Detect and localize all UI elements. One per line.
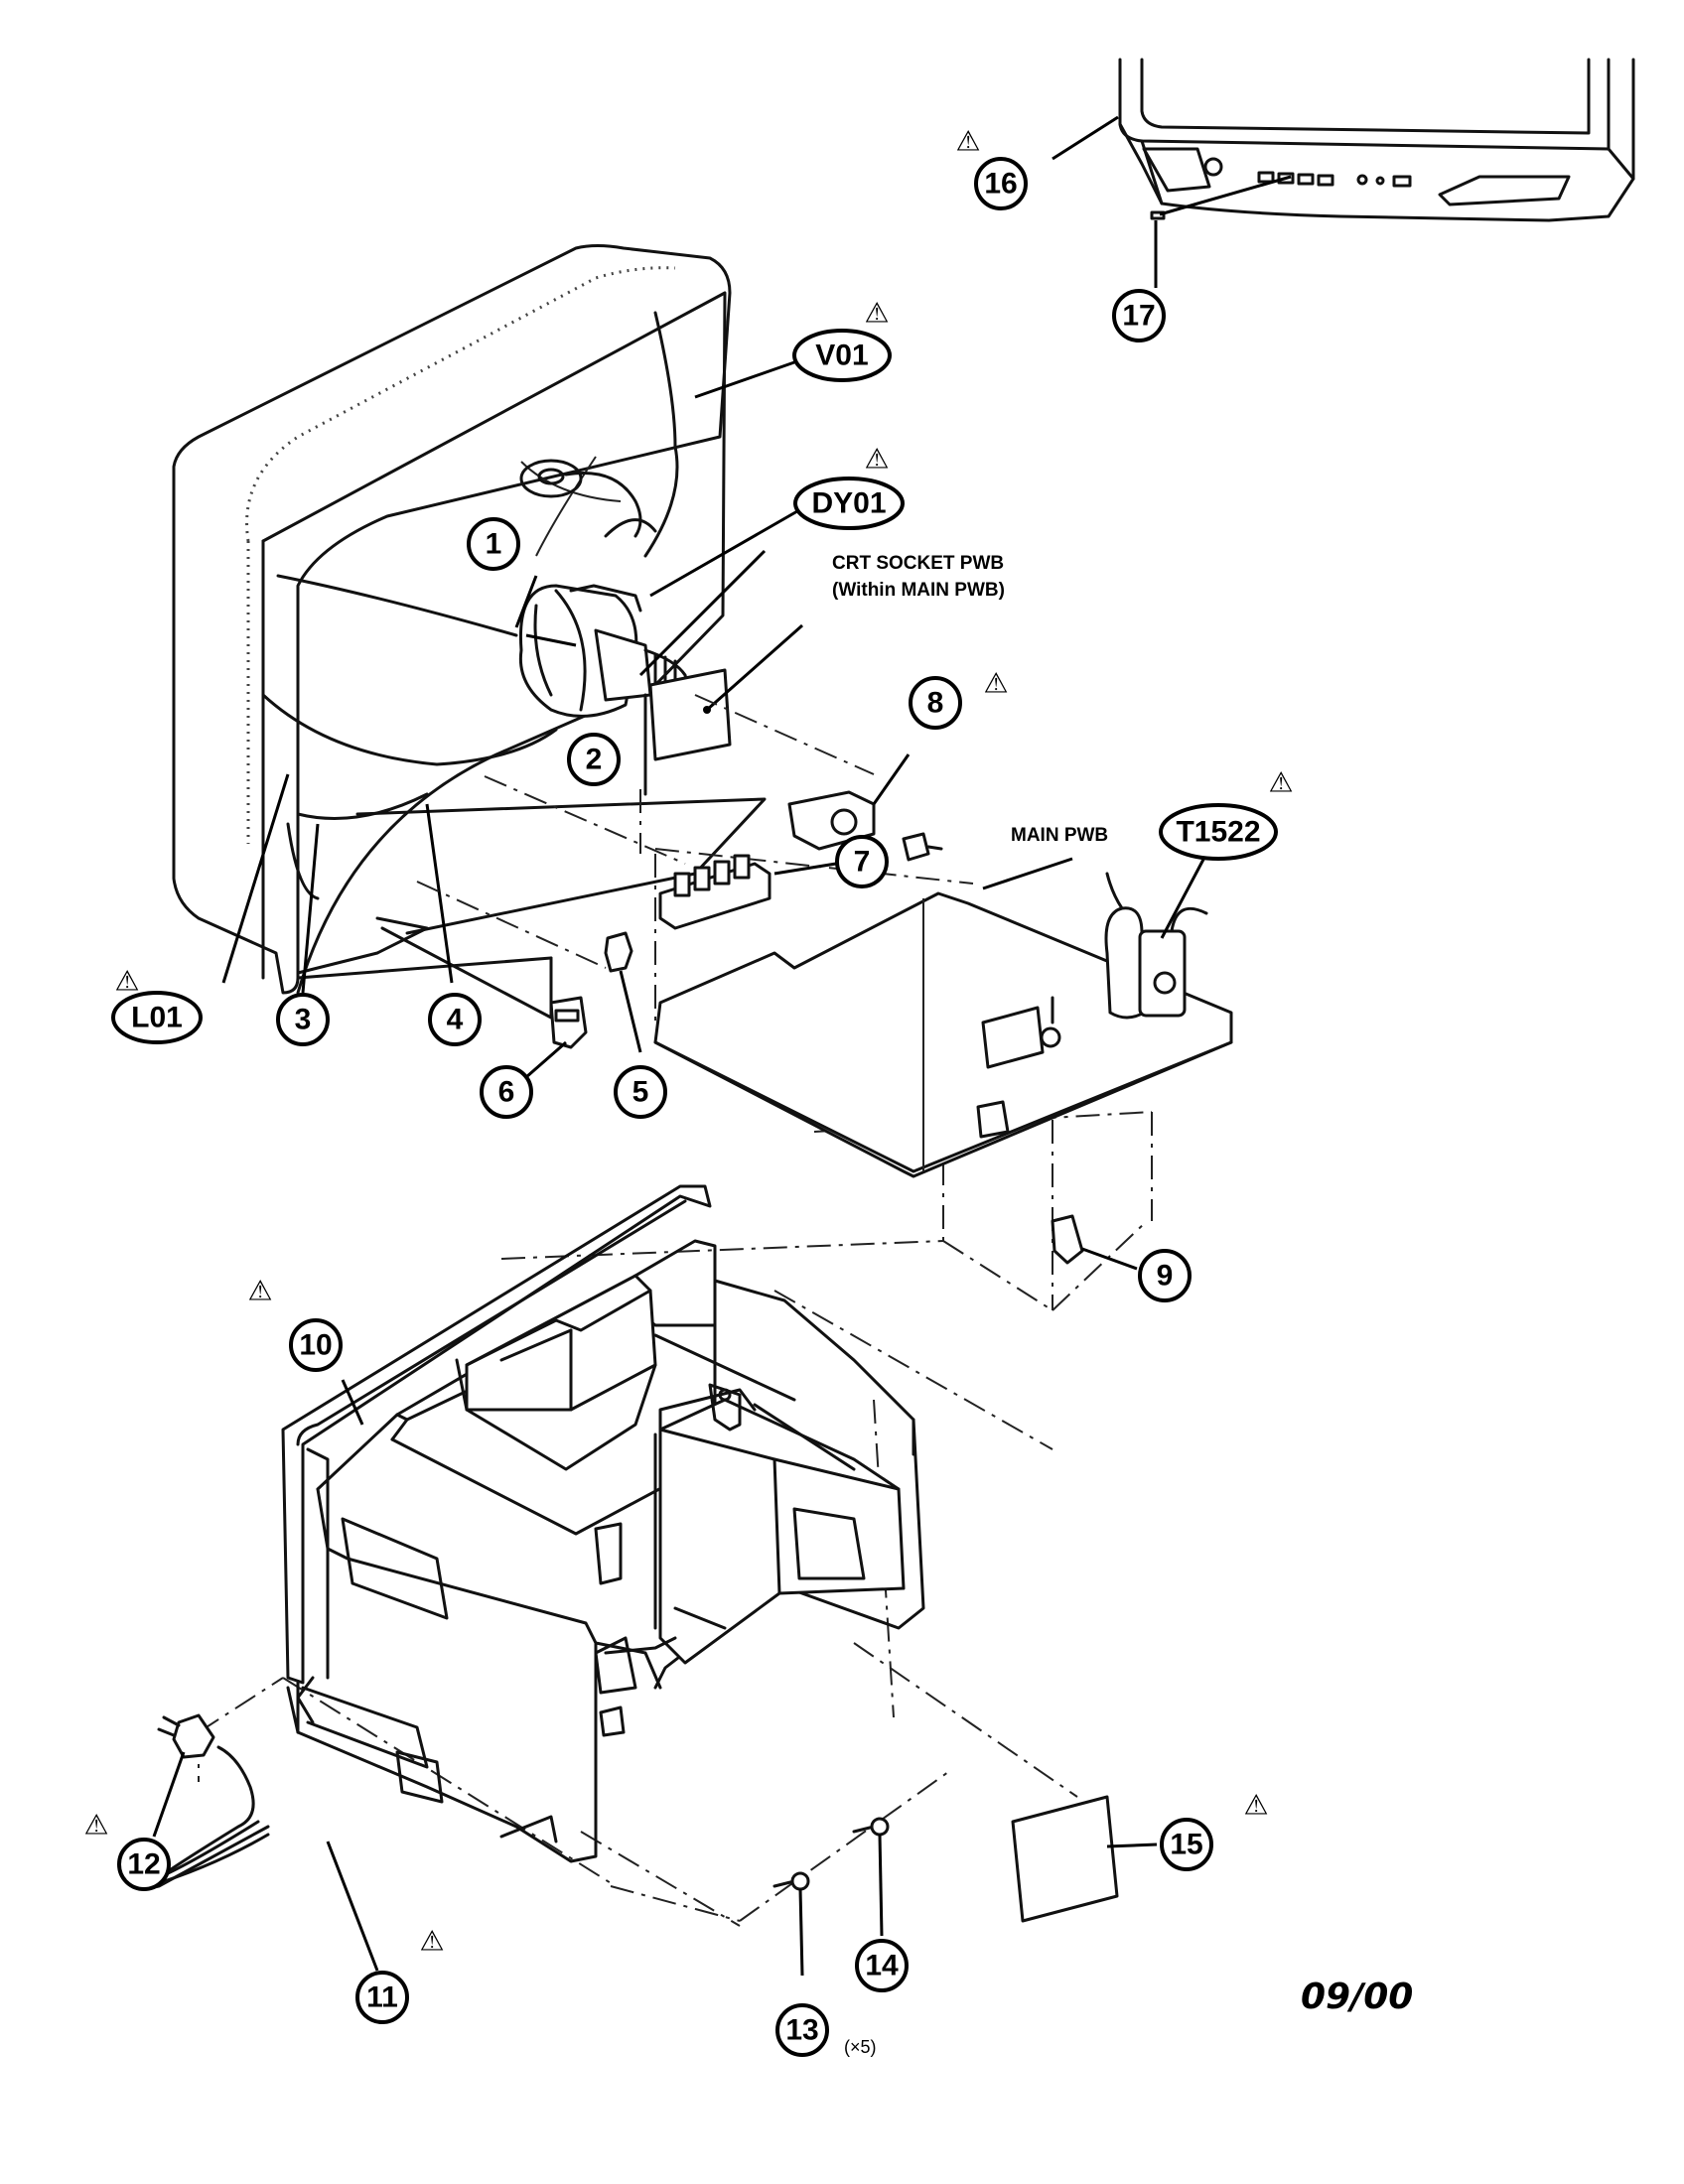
warning-icon: ⚠ bbox=[1268, 766, 1293, 799]
callout-12-text: 12 bbox=[127, 1848, 160, 1881]
callout-t1522-text: T1522 bbox=[1176, 816, 1260, 849]
revision-date: 09/00 bbox=[1301, 1977, 1413, 2017]
callout-6: 6 bbox=[480, 1065, 533, 1119]
callout-7: 7 bbox=[835, 835, 889, 888]
rear-cabinet bbox=[281, 1184, 925, 1863]
callout-11-text: 11 bbox=[366, 1981, 398, 2014]
callout-12: 12 bbox=[117, 1838, 171, 1891]
part-12-plug bbox=[152, 1713, 215, 1838]
qty-13-label: (×5) bbox=[844, 2037, 877, 2057]
part-8-bracket bbox=[787, 753, 943, 862]
tv-front-view bbox=[1052, 58, 1635, 288]
main-pwb bbox=[653, 853, 1233, 1178]
callout-9: 9 bbox=[1138, 1249, 1192, 1302]
callout-2: 2 bbox=[567, 733, 621, 786]
crt-tube bbox=[172, 244, 767, 1020]
callout-9-text: 9 bbox=[1157, 1260, 1174, 1293]
callout-17: 17 bbox=[1112, 289, 1166, 342]
callout-4-text: 4 bbox=[447, 1004, 464, 1036]
callout-10: 10 bbox=[289, 1318, 343, 1372]
callout-t1522: T1522 bbox=[1159, 803, 1278, 861]
callout-dy01-text: DY01 bbox=[811, 487, 886, 520]
warning-icon: ⚠ bbox=[1243, 1789, 1268, 1822]
callout-3: 3 bbox=[276, 993, 330, 1046]
callout-5: 5 bbox=[614, 1065, 667, 1119]
part-11-ac-cord bbox=[143, 1745, 379, 1972]
callout-15-text: 15 bbox=[1170, 1829, 1202, 1861]
part-13-screw bbox=[772, 1871, 810, 1977]
callout-10-text: 10 bbox=[299, 1329, 332, 1362]
callout-17-text: 17 bbox=[1122, 300, 1155, 333]
warning-icon: ⚠ bbox=[114, 965, 139, 998]
crt-socket-pwb-label-line2: (Within MAIN PWB) bbox=[832, 580, 1005, 601]
part-14-screw bbox=[852, 1817, 890, 1937]
callout-14: 14 bbox=[855, 1939, 909, 1992]
warning-icon: ⚠ bbox=[864, 443, 889, 476]
callout-dy01: DY01 bbox=[649, 477, 905, 598]
warning-icon: ⚠ bbox=[419, 1925, 444, 1958]
part-6-clip bbox=[525, 996, 588, 1079]
callout-2-text: 2 bbox=[586, 744, 603, 776]
part-15-label bbox=[1011, 1795, 1158, 1923]
callout-1: 1 bbox=[467, 517, 520, 571]
callout-13-text: 13 bbox=[785, 2014, 818, 2047]
callout-1-text: 1 bbox=[486, 528, 502, 561]
callout-8-text: 8 bbox=[927, 687, 944, 720]
callout-8: 8 bbox=[909, 676, 962, 730]
callout-l01-text: L01 bbox=[131, 1002, 183, 1034]
callout-7-text: 7 bbox=[854, 846, 871, 879]
crt-socket-pwb bbox=[638, 549, 803, 761]
callout-13: 13 bbox=[775, 2003, 829, 2057]
callout-5-text: 5 bbox=[632, 1076, 649, 1109]
callout-v01-text: V01 bbox=[815, 340, 868, 372]
callout-l01: L01 bbox=[111, 991, 203, 1044]
warning-icon: ⚠ bbox=[83, 1809, 108, 1842]
warning-icon: ⚠ bbox=[983, 667, 1008, 700]
warning-icon: ⚠ bbox=[955, 125, 980, 158]
part-5-clip bbox=[604, 931, 642, 1053]
part-9-clip bbox=[1051, 1214, 1138, 1271]
callout-v01: V01 bbox=[694, 329, 892, 399]
callout-15: 15 bbox=[1160, 1818, 1213, 1871]
crt-socket-pwb-label-line1: CRT SOCKET PWB bbox=[832, 553, 1004, 574]
callout-16: 16 bbox=[974, 157, 1028, 210]
callout-4: 4 bbox=[428, 993, 482, 1046]
callout-11: 11 bbox=[355, 1971, 409, 2024]
callout-16-text: 16 bbox=[984, 168, 1017, 201]
warning-icon: ⚠ bbox=[247, 1275, 272, 1307]
warning-icon: ⚠ bbox=[864, 297, 889, 330]
callout-14-text: 14 bbox=[865, 1950, 899, 1982]
callout-6-text: 6 bbox=[498, 1076, 515, 1109]
callout-3-text: 3 bbox=[295, 1004, 312, 1036]
part-7-connector bbox=[658, 854, 837, 930]
main-pwb-label: MAIN PWB bbox=[1011, 825, 1108, 846]
